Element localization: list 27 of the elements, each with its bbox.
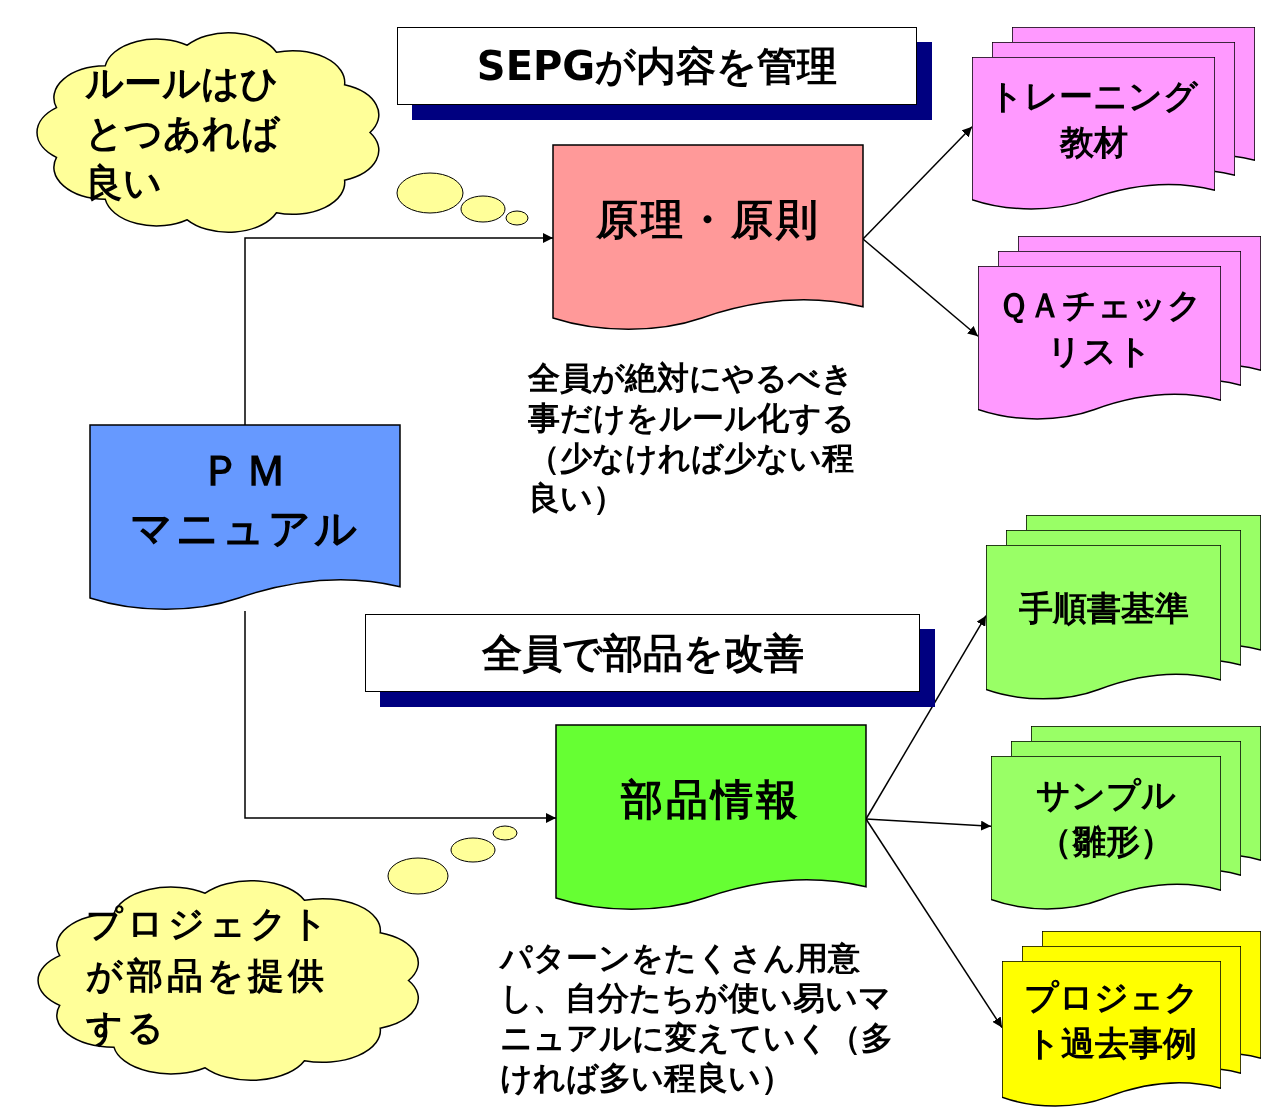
document-shape xyxy=(556,725,866,913)
node-text: 部品情報 xyxy=(621,774,801,827)
arrow xyxy=(244,610,557,823)
node-text: プロジェクト過去事例 xyxy=(1023,976,1200,1066)
node-text: マニュアル xyxy=(130,503,360,556)
document-shape xyxy=(553,145,863,333)
note-text: 全員が絶対にやるべき事だけをルール化する（少なければ少ない程良い） xyxy=(528,358,856,518)
arrow xyxy=(244,233,554,426)
document-stack xyxy=(1002,931,1261,1109)
node-text: サンプル（雛形） xyxy=(1035,774,1177,864)
node-text: 全員で部品を改善 xyxy=(481,629,804,678)
document-stack xyxy=(991,726,1261,912)
document-stack xyxy=(986,515,1261,702)
document-shape xyxy=(90,425,400,613)
title-banner xyxy=(365,614,935,707)
cloud-text: プロジェクトが部品を提供する xyxy=(86,902,333,1050)
node-text: ＱＡチェックリスト xyxy=(996,284,1203,374)
node-text: SEPGが内容を管理 xyxy=(476,42,838,91)
note-text: パターンをたくさん用意し、自分たちが使い易いマニュアルに変えていく（多ければ多い程良い） xyxy=(500,938,894,1098)
cloud-text: ルールはひとつあれば良い xyxy=(85,60,282,207)
node-text: ＰＭ xyxy=(200,445,290,498)
node-text: 手順書基準 xyxy=(1018,586,1189,630)
title-banner xyxy=(397,27,932,120)
node-text: トレーニング教材 xyxy=(988,75,1200,164)
node-text: 原理・原則 xyxy=(595,194,821,247)
document-stack xyxy=(978,236,1261,422)
document-stack xyxy=(972,27,1255,212)
